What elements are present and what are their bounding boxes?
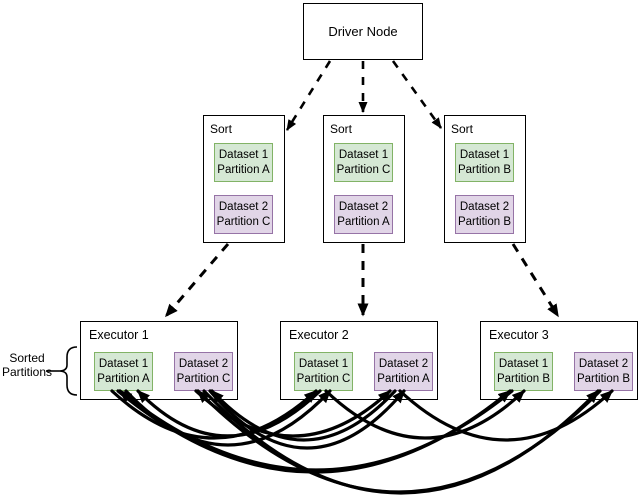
driver-node-label: Driver Node (328, 24, 398, 39)
sort-node-2: Sort Dataset 1 Partition C Dataset 2 Par… (323, 115, 405, 243)
partition-line2: Partition A (97, 372, 150, 385)
partition-box-dataset1: Dataset 1 Partition A (94, 352, 153, 391)
sorted-partitions-line2: Partitions (1, 365, 53, 379)
partition-line1: Dataset 1 (338, 148, 389, 161)
partition-line2: Partition B (457, 163, 512, 176)
partition-line2: Partition C (296, 372, 351, 385)
partition-line1: Dataset 2 (459, 200, 510, 213)
sort-node-title: Sort (210, 122, 233, 136)
sort-node-1: Sort Dataset 1 Partition A Dataset 2 Par… (203, 115, 285, 243)
partition-box-dataset2: Dataset 2 Partition A (334, 195, 393, 234)
partition-box-dataset2: Dataset 2 Partition B (574, 352, 633, 391)
partition-line2: Partition B (457, 215, 512, 228)
partition-line2: Partition B (496, 372, 551, 385)
executor-node-1: Executor 1 Dataset 1 Partition A Dataset… (80, 321, 238, 400)
partition-line2: Partition C (336, 163, 391, 176)
driver-node: Driver Node (303, 3, 423, 60)
dashed-arrow-sort1-to-executor1 (164, 243, 230, 318)
partition-box-dataset1: Dataset 1 Partition B (455, 143, 514, 182)
dashed-arrow-sort3-to-executor3 (511, 243, 560, 318)
sort-node-title: Sort (451, 122, 474, 136)
sort-node-title: Sort (330, 122, 353, 136)
shuffle-arrow (202, 389, 600, 495)
partition-line1: Dataset 2 (378, 357, 429, 370)
partition-line2: Partition C (176, 372, 231, 385)
partition-line1: Dataset 1 (218, 148, 269, 161)
partition-line1: Dataset 1 (459, 148, 510, 161)
partition-line1: Dataset 2 (178, 357, 229, 370)
partition-box-dataset2: Dataset 2 Partition C (174, 352, 233, 391)
shuffle-arrow (116, 389, 512, 474)
partition-box-dataset2: Dataset 2 Partition B (455, 195, 514, 234)
executor-node-title: Executor 1 (89, 328, 149, 342)
partition-box-dataset1: Dataset 1 Partition A (214, 143, 273, 182)
partition-line1: Dataset 1 (98, 357, 149, 370)
executor-node-2: Executor 2 Dataset 1 Partition C Dataset… (280, 321, 438, 400)
partition-box-dataset2: Dataset 2 Partition C (214, 195, 273, 234)
partition-line2: Partition A (377, 372, 430, 385)
partition-line1: Dataset 1 (298, 357, 349, 370)
partition-line2: Partition C (216, 215, 271, 228)
partition-line1: Dataset 1 (498, 357, 549, 370)
partition-line2: Partition B (576, 372, 631, 385)
partition-box-dataset1: Dataset 1 Partition C (294, 352, 353, 391)
partition-line2: Partition A (217, 163, 270, 176)
sort-node-3: Sort Dataset 1 Partition B Dataset 2 Par… (444, 115, 526, 243)
partition-line1: Dataset 2 (218, 200, 269, 213)
sorted-partitions-label: Sorted Partitions (0, 351, 54, 379)
partition-line2: Partition A (337, 215, 390, 228)
shuffle-arrows (110, 389, 614, 495)
shuffle-arrow (118, 389, 514, 472)
sorted-partitions-line1: Sorted (9, 351, 45, 365)
shuffle-arrow (196, 389, 602, 494)
partition-line1: Dataset 2 (338, 200, 389, 213)
partition-box-dataset1: Dataset 1 Partition C (334, 143, 393, 182)
executor-node-3: Executor 3 Dataset 1 Partition B Dataset… (480, 321, 638, 400)
executor-node-title: Executor 2 (289, 328, 349, 342)
partition-line1: Dataset 2 (578, 357, 629, 370)
partition-box-dataset2: Dataset 2 Partition A (374, 352, 433, 391)
partition-box-dataset1: Dataset 1 Partition B (494, 352, 553, 391)
executor-node-title: Executor 3 (489, 328, 549, 342)
